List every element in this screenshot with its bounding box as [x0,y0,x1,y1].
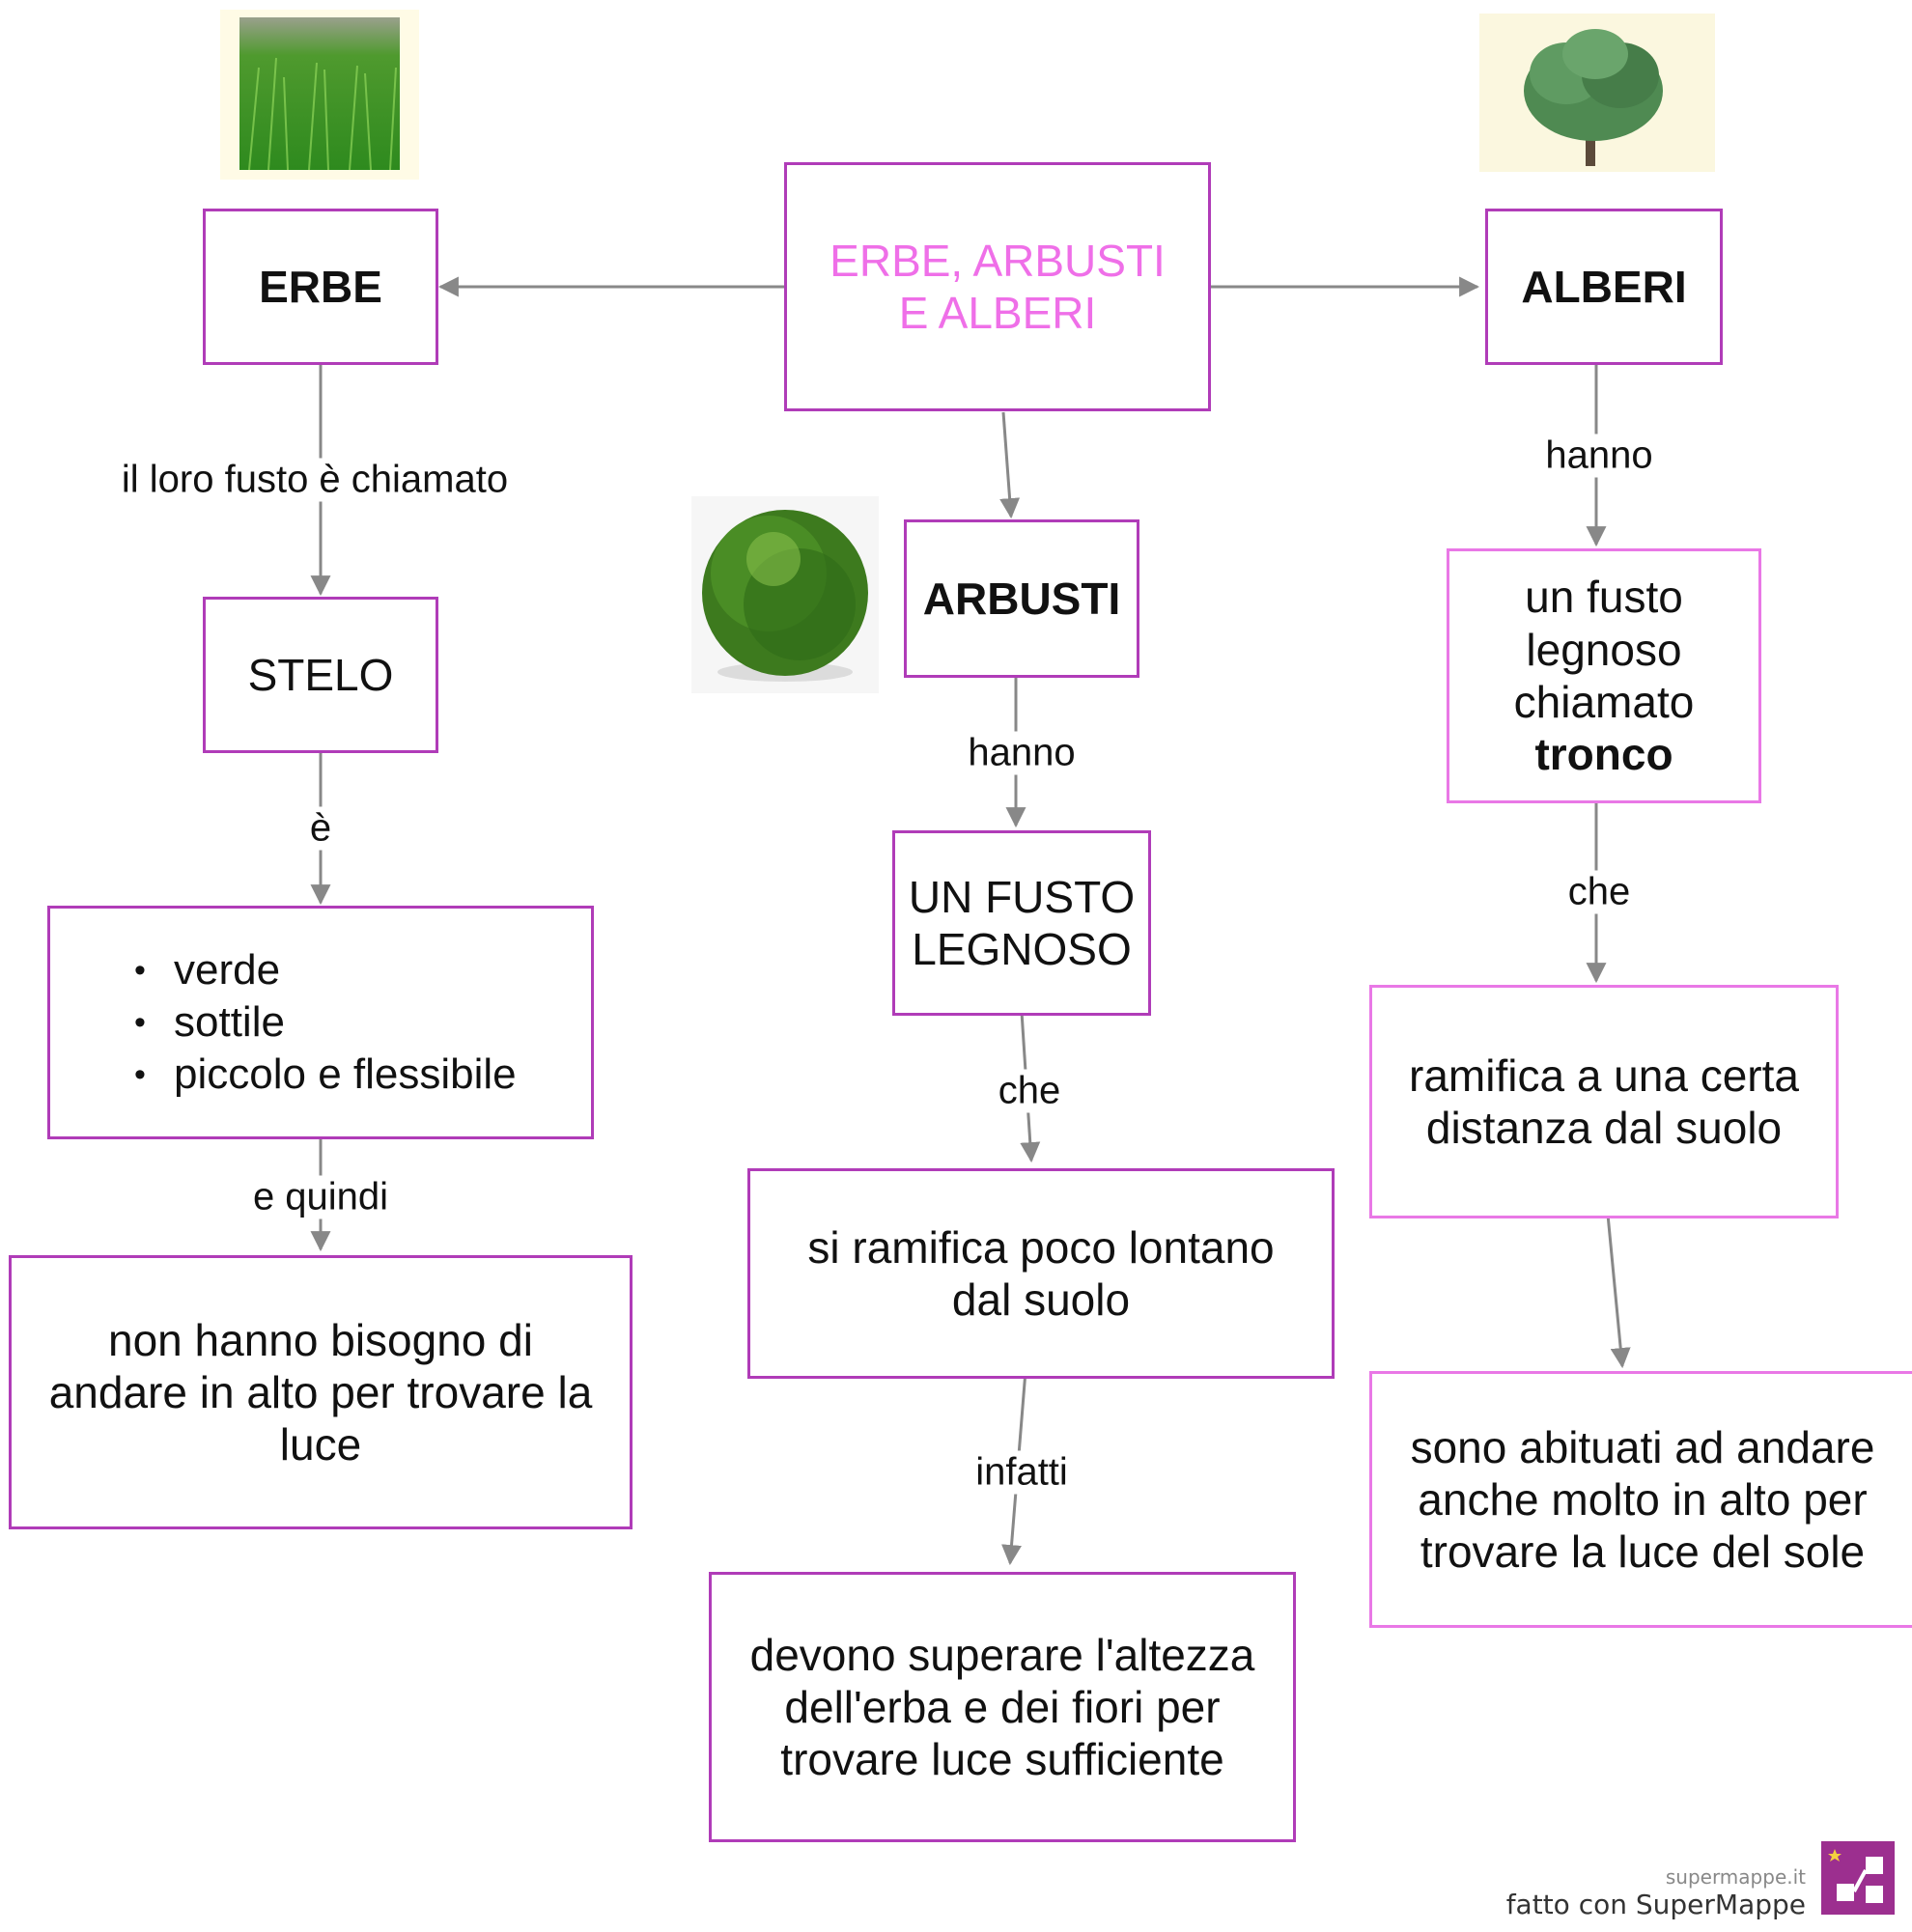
stelo-text: STELO [247,649,394,700]
center-title-line2: E ALBERI [898,288,1097,338]
arbusti-link-label-2: che [992,1069,1067,1113]
arbusti-link-label-3: infatti [970,1450,1074,1495]
bush-image [691,496,879,693]
trait-item: •sottile [106,996,517,1049]
erbe-node[interactable]: ERBE [203,209,438,365]
arbusti-link-label-1: hanno [962,731,1082,775]
center-topic-node[interactable]: ERBE, ARBUSTI E ALBERI [784,162,1211,411]
arbusti-conclusion-node[interactable]: devono superare l'altezza dell'erba e de… [709,1572,1296,1842]
erbe-link-label-2: è [303,806,338,851]
arbusti-branch-text: si ramifica poco lontano dal suolo [807,1221,1275,1325]
footer-made-with: fatto con SuperMappe [1505,1889,1806,1920]
alberi-branch-node[interactable]: ramifica a una certa distanza dal suolo [1369,985,1839,1218]
arbusti-conclusion-text: devono superare l'altezza dell'erba e de… [749,1629,1255,1785]
erbe-conclusion-text: non hanno bisogno di andare in alto per … [48,1314,593,1470]
footer-credit: supermappe.it fatto con SuperMappe [1506,1865,1806,1920]
arbusti-stem-node[interactable]: UN FUSTO LEGNOSO [892,830,1151,1016]
alberi-branch-text: ramifica a una certa distanza dal suolo [1409,1050,1799,1153]
arbusti-stem-text: UN FUSTO LEGNOSO [908,871,1136,974]
erbe-traits-list: •verde •sottile •piccolo e flessibile [106,944,517,1101]
erbe-link-label-3: e quindi [246,1175,395,1219]
alberi-trunk-node[interactable]: un fusto legnoso chiamato tronco [1447,548,1761,803]
bullet-icon: • [134,951,146,989]
arbusti-node[interactable]: ARBUSTI [904,519,1139,678]
supermappe-logo-icon [1821,1841,1895,1915]
alberi-link-label-2: che [1561,870,1637,914]
bullet-icon: • [134,1003,146,1041]
alberi-conclusion-text: sono abituati ad andare anche molto in a… [1410,1421,1875,1578]
stelo-node[interactable]: STELO [203,597,438,753]
center-title-line1: ERBE, ARBUSTI [829,235,1166,286]
erbe-link-label-1: il loro fusto è chiamato [115,458,515,502]
erbe-conclusion-node[interactable]: non hanno bisogno di andare in alto per … [9,1255,633,1529]
alberi-title: ALBERI [1521,261,1687,312]
trait-item: •verde [106,944,517,996]
erbe-traits-node[interactable]: •verde •sottile •piccolo e flessibile [47,906,594,1139]
footer-site[interactable]: supermappe.it [1665,1865,1806,1889]
link-center-arbusti [999,411,1021,519]
alberi-node[interactable]: ALBERI [1485,209,1723,365]
alberi-trunk-bold: tronco [1534,729,1673,780]
tree-image [1479,14,1715,172]
erbe-title: ERBE [259,261,382,312]
alberi-conclusion-node[interactable]: sono abituati ad andare anche molto in a… [1369,1371,1912,1628]
arbusti-branch-node[interactable]: si ramifica poco lontano dal suolo [747,1168,1335,1379]
alberi-trunk-text: un fusto legnoso chiamato [1513,572,1695,727]
arbusti-title: ARBUSTI [922,573,1121,624]
trait-item: •piccolo e flessibile [106,1049,517,1101]
link-branch-conclusion-alberi [1606,1214,1631,1369]
alberi-link-label-1: hanno [1539,434,1659,478]
bullet-icon: • [134,1055,146,1093]
grass-image [220,10,419,180]
